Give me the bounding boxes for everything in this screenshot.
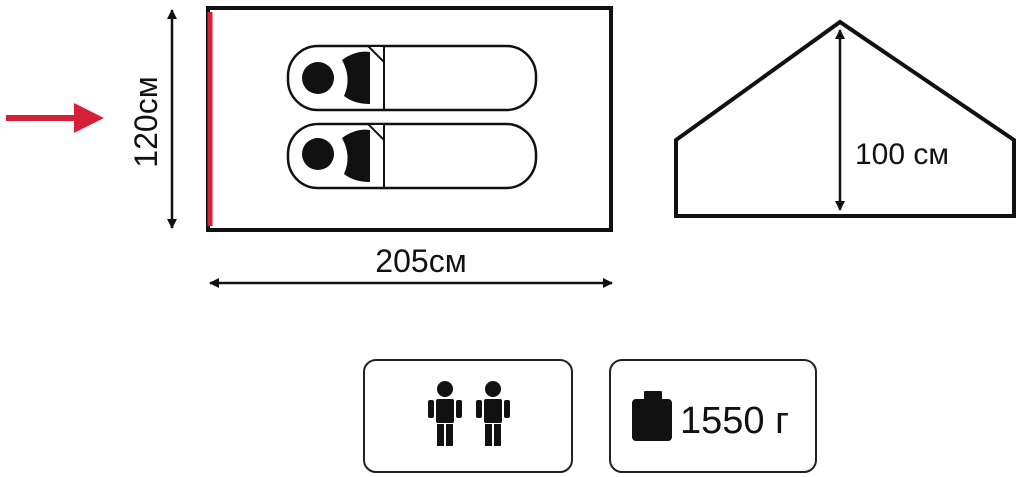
width-dimension: 205см — [209, 243, 613, 288]
two-persons-icon — [428, 381, 510, 446]
depth-label: 120см — [128, 76, 164, 167]
capacity-card — [363, 359, 573, 473]
weight-label: 1550 г — [680, 400, 789, 442]
width-label: 205см — [375, 243, 466, 279]
weight-icon — [632, 391, 672, 441]
depth-dimension: 120см — [128, 8, 177, 229]
sleeping-person — [286, 122, 538, 190]
weight-card: 1550 г — [609, 359, 817, 473]
tent-floor-plan — [206, 6, 613, 232]
height-label: 100 см — [855, 138, 949, 171]
sleeping-person — [286, 44, 538, 112]
tent-side-view: 100 см — [674, 19, 1016, 218]
entrance-arrow — [6, 103, 104, 133]
